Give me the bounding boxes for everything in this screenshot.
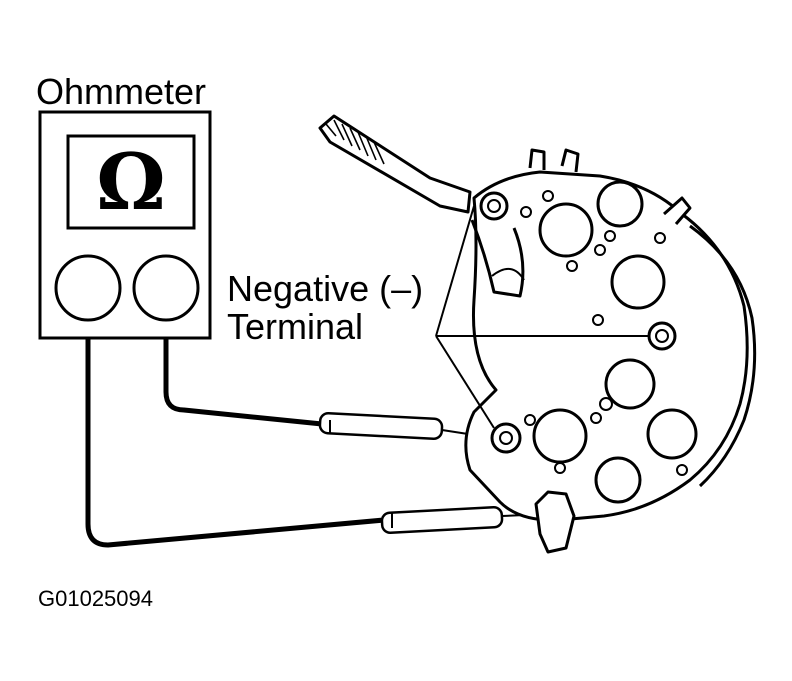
ohm-symbol-icon: Ω	[96, 136, 166, 228]
meter-jack-right	[132, 254, 200, 322]
test-leads	[85, 338, 385, 548]
ohmmeter-label: Ohmmeter	[36, 71, 207, 112]
ohmmeter-display	[66, 134, 196, 230]
rectifier-assembly	[318, 114, 757, 554]
negative-terminal-label-line1: Negative (–)	[227, 268, 424, 309]
meter-jack-left	[54, 254, 122, 322]
figure-id: G01025094	[38, 586, 153, 611]
ohmmeter	[38, 110, 212, 340]
callout-leaders	[435, 205, 648, 429]
lead-wire-lower	[85, 338, 385, 548]
lead-wire-upper	[163, 338, 323, 427]
negative-terminal-label-line2: Terminal	[227, 306, 364, 347]
terminal-stud	[318, 114, 472, 214]
